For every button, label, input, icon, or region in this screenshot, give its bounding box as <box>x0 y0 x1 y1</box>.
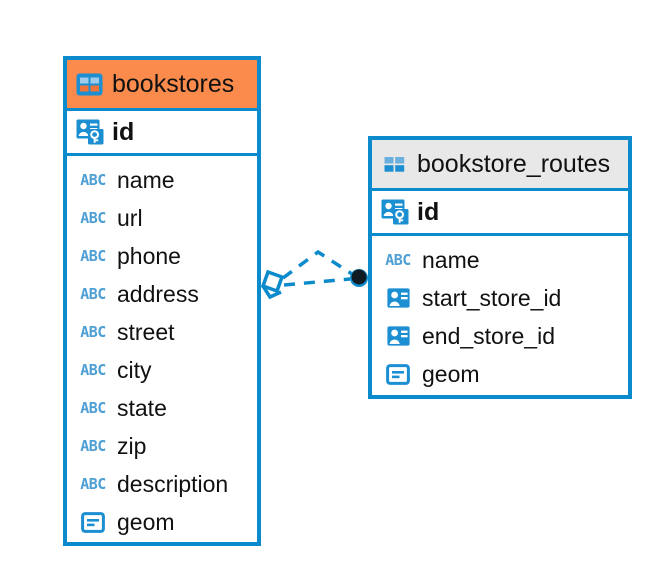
field-row-name[interactable]: ABC name <box>372 241 628 279</box>
primary-key-row-bookstore-routes[interactable]: id <box>372 188 628 236</box>
field-label: description <box>117 470 229 497</box>
field-label: name <box>422 246 480 273</box>
entity-title: bookstores <box>112 69 235 98</box>
filled-circle-marker <box>350 269 368 287</box>
text-type-icon: ABC <box>80 284 106 303</box>
diamond-marker <box>260 269 285 300</box>
primary-key-row-bookstores[interactable]: id <box>67 108 257 156</box>
relationship-line-lower <box>283 277 351 287</box>
text-type-icon: ABC <box>80 246 106 265</box>
relationship-line-upper <box>281 249 353 280</box>
foreign-key-icon <box>383 326 413 346</box>
field-row-phone[interactable]: ABC phone <box>67 237 257 275</box>
table-icon <box>381 153 408 176</box>
text-type-icon: ABC <box>80 322 106 341</box>
field-row-name[interactable]: ABC name <box>67 161 257 199</box>
text-type-icon: ABC <box>385 250 411 269</box>
primary-key-icon <box>76 119 104 145</box>
field-label: url <box>117 204 143 231</box>
foreign-key-icon <box>383 288 413 308</box>
field-row-end-store-id[interactable]: end_store_id <box>372 317 628 355</box>
field-row-street[interactable]: ABC street <box>67 313 257 351</box>
entity-table-bookstores[interactable]: bookstores id <box>63 56 261 546</box>
entity-header-bookstores[interactable]: bookstores <box>67 60 257 108</box>
entity-title: bookstore_routes <box>417 149 611 178</box>
field-row-state[interactable]: ABC state <box>67 389 257 427</box>
field-label: zip <box>117 432 147 459</box>
field-row-url[interactable]: ABC url <box>67 199 257 237</box>
field-row-geom[interactable]: geom <box>372 355 628 393</box>
field-list-bookstores: ABC name ABC url ABC phone ABC address A… <box>67 156 257 546</box>
text-type-icon: ABC <box>80 436 106 455</box>
field-label: geom <box>117 508 175 535</box>
field-label: end_store_id <box>422 322 555 349</box>
field-label: start_store_id <box>422 284 562 311</box>
field-row-start-store-id[interactable]: start_store_id <box>372 279 628 317</box>
geometry-type-icon <box>383 363 413 385</box>
field-label: address <box>117 280 199 307</box>
field-label: name <box>117 166 175 193</box>
entity-header-bookstore-routes[interactable]: bookstore_routes <box>372 140 628 188</box>
text-type-icon: ABC <box>80 474 106 493</box>
primary-key-label: id <box>417 197 440 226</box>
field-label: state <box>117 394 167 421</box>
text-type-icon: ABC <box>80 398 106 417</box>
primary-key-label: id <box>112 117 135 146</box>
field-label: phone <box>117 242 181 269</box>
field-row-address[interactable]: ABC address <box>67 275 257 313</box>
text-type-icon: ABC <box>80 170 106 189</box>
primary-key-icon <box>381 199 409 225</box>
field-list-bookstore-routes: ABC name start_store_id <box>372 236 628 398</box>
field-row-city[interactable]: ABC city <box>67 351 257 389</box>
geometry-type-icon <box>78 511 108 533</box>
field-row-zip[interactable]: ABC zip <box>67 427 257 465</box>
field-label: geom <box>422 360 480 387</box>
field-label: city <box>117 356 152 383</box>
field-label: street <box>117 318 175 345</box>
field-row-description[interactable]: ABC description <box>67 465 257 503</box>
text-type-icon: ABC <box>80 360 106 379</box>
table-icon <box>76 73 103 96</box>
field-row-geom[interactable]: geom <box>67 503 257 541</box>
entity-table-bookstore-routes[interactable]: bookstore_routes id <box>368 136 632 399</box>
text-type-icon: ABC <box>80 208 106 227</box>
